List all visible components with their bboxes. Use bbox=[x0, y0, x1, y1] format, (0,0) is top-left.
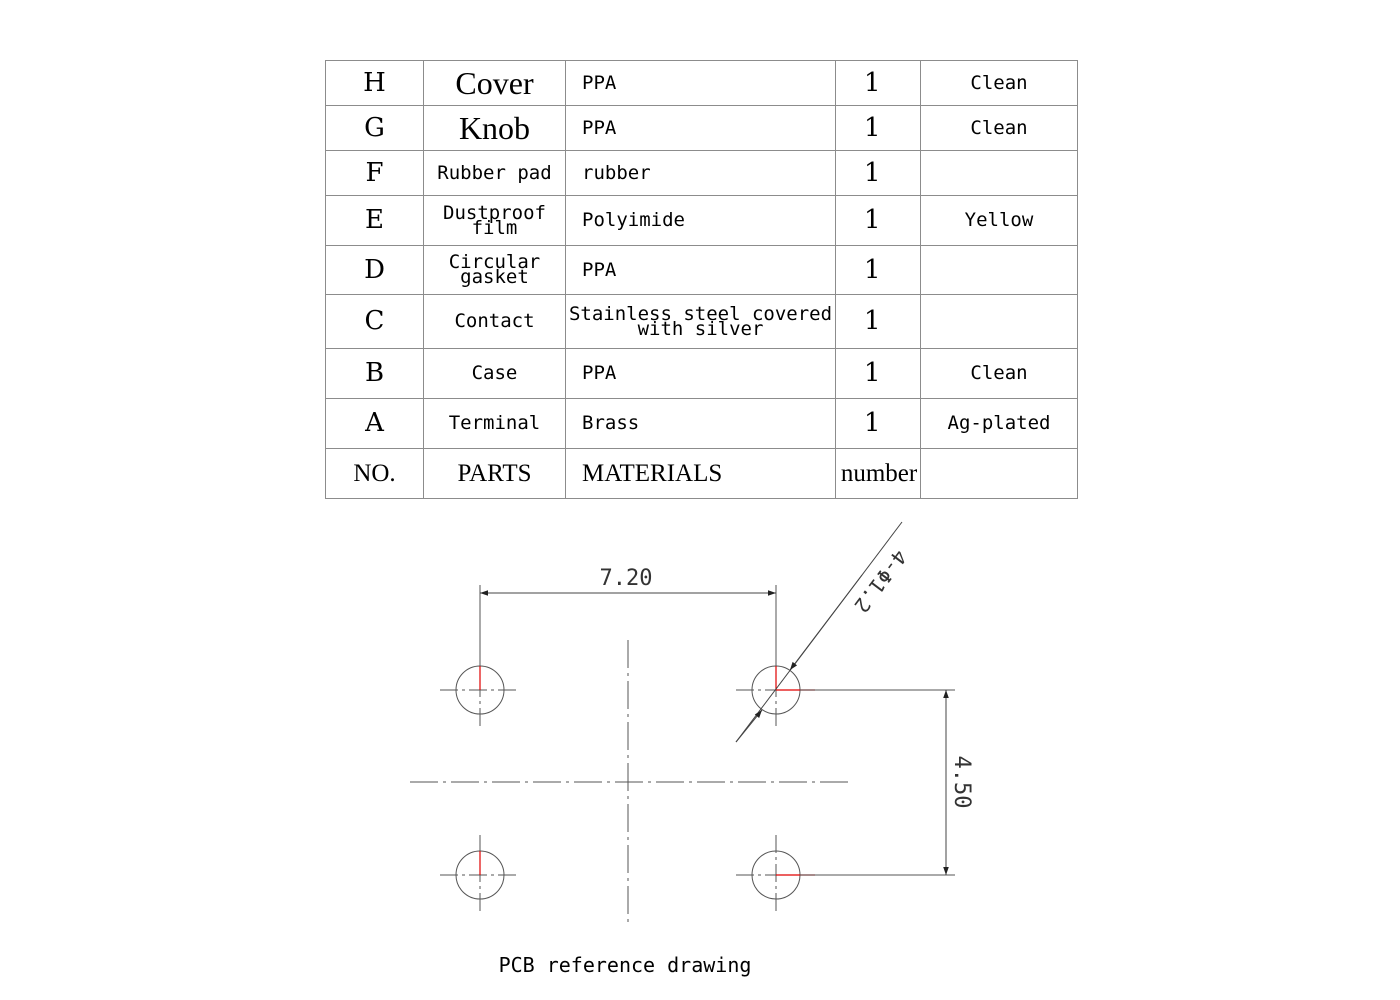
drawing-caption: PCB reference drawing bbox=[499, 953, 752, 977]
table-row: E Dustproof film Polyimide 1 Yellow bbox=[325, 195, 1078, 246]
part-number: 1 bbox=[835, 150, 921, 196]
header-remark bbox=[920, 448, 1078, 499]
header-no: NO. bbox=[325, 448, 424, 499]
table-header-row: NO. PARTS MATERIALS number bbox=[325, 448, 1078, 499]
part-name: Cover bbox=[423, 60, 566, 106]
part-number: 1 bbox=[835, 294, 921, 349]
part-number: 1 bbox=[835, 105, 921, 151]
dimension-vertical-label: 4.50 bbox=[949, 756, 974, 809]
hole-callout: 4-Φ1.2 bbox=[735, 521, 912, 743]
table-row: B Case PPA 1 Clean bbox=[325, 348, 1078, 399]
part-no: C bbox=[325, 294, 424, 349]
part-material: Polyimide bbox=[565, 195, 836, 246]
part-no: H bbox=[325, 60, 424, 106]
part-number: 1 bbox=[835, 195, 921, 246]
part-material: Brass bbox=[565, 398, 836, 449]
part-name: Contact bbox=[423, 294, 566, 349]
bom-table: H Cover PPA 1 Clean G Knob PPA 1 Clean F… bbox=[325, 60, 1078, 499]
part-name: Rubber pad bbox=[423, 150, 566, 196]
part-remark: Yellow bbox=[920, 195, 1078, 246]
hole-callout-label: 4-Φ1.2 bbox=[849, 545, 912, 617]
header-number: number bbox=[835, 448, 921, 499]
part-remark: Ag-plated bbox=[920, 398, 1078, 449]
table-row: A Terminal Brass 1 Ag-plated bbox=[325, 398, 1078, 449]
part-no: B bbox=[325, 348, 424, 399]
part-number: 1 bbox=[835, 348, 921, 399]
header-materials: MATERIALS bbox=[565, 448, 836, 499]
part-number: 1 bbox=[835, 398, 921, 449]
part-remark bbox=[920, 245, 1078, 295]
part-remark bbox=[920, 294, 1078, 349]
part-material: Stainless steel covered with silver bbox=[565, 294, 836, 349]
part-material: PPA bbox=[565, 245, 836, 295]
part-name: Terminal bbox=[423, 398, 566, 449]
part-name: Dustproof film bbox=[423, 195, 566, 246]
table-row: H Cover PPA 1 Clean bbox=[325, 60, 1078, 106]
dimension-vertical: 4.50 bbox=[800, 689, 974, 876]
part-name: Circular gasket bbox=[423, 245, 566, 295]
part-number: 1 bbox=[835, 245, 921, 295]
part-remark: Clean bbox=[920, 348, 1078, 399]
part-material: PPA bbox=[565, 105, 836, 151]
table-row: C Contact Stainless steel covered with s… bbox=[325, 294, 1078, 349]
part-no: F bbox=[325, 150, 424, 196]
dimension-horizontal-label: 7.20 bbox=[600, 566, 653, 591]
table-row: D Circular gasket PPA 1 bbox=[325, 245, 1078, 295]
part-material: rubber bbox=[565, 150, 836, 196]
header-parts: PARTS bbox=[423, 448, 566, 499]
hole-bottom-left bbox=[440, 835, 520, 915]
part-name: Case bbox=[423, 348, 566, 399]
dimension-horizontal: 7.20 bbox=[479, 566, 777, 666]
part-remark: Clean bbox=[920, 105, 1078, 151]
table-row: G Knob PPA 1 Clean bbox=[325, 105, 1078, 151]
table-row: F Rubber pad rubber 1 bbox=[325, 150, 1078, 196]
center-lines bbox=[410, 640, 850, 925]
